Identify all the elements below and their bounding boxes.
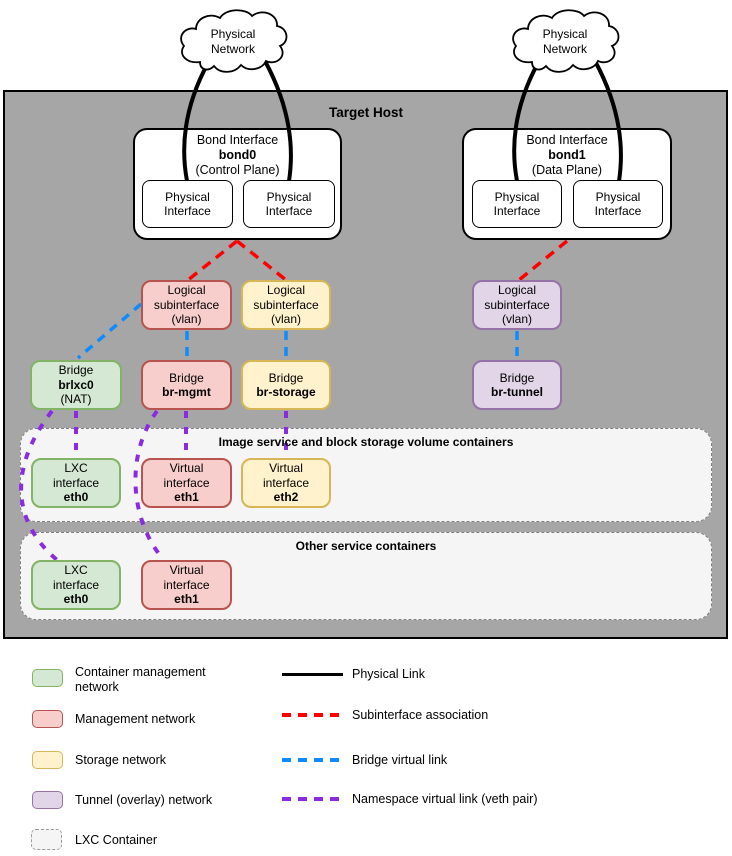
cloud-label-line: Physical: [210, 27, 256, 41]
legend-label-container-management: Container management network: [75, 665, 206, 694]
node-text-line: Virtual: [169, 563, 204, 578]
lxc-interface-eth0-other-container: LXC interface eth0: [31, 560, 121, 610]
legend-swatch-storage: [32, 751, 63, 769]
node-text-line: Logical: [167, 283, 206, 298]
interface-name: eth1: [174, 592, 199, 607]
target-host-label: Target Host: [328, 105, 403, 120]
node-text-line: Virtual: [169, 461, 204, 476]
node-text-line: interface: [52, 577, 100, 592]
bridge-name: br-mgmt: [162, 385, 211, 399]
node-text-line: (vlan): [270, 312, 301, 327]
node-text-line: interface: [163, 475, 210, 490]
interface-name: eth2: [273, 490, 299, 505]
bridge-name: br-storage: [256, 385, 316, 399]
virtual-interface-eth1-other-container: Virtual interface eth1: [141, 560, 232, 610]
bond-name: bond1: [548, 148, 586, 162]
node-text-line: (vlan): [171, 312, 202, 327]
legend-label-tunnel: Tunnel (overlay) network: [75, 793, 213, 807]
cloud-label-line: Physical: [542, 27, 588, 41]
node-text-line: Physical: [494, 189, 540, 204]
node-text-line: Bridge: [499, 370, 535, 385]
node-text-line: Interface: [265, 204, 313, 218]
legend-line-veth: [282, 797, 343, 801]
node-text-line: Logical: [266, 283, 306, 298]
bond0-label: Bond Interface bond0 (Control Plane): [133, 133, 342, 178]
lxc-interface-eth0-image-container: LXC interface eth0: [31, 458, 121, 508]
legend-line-subinterface: [282, 713, 343, 717]
logical-subinterface-tunnel: Logical subinterface (vlan): [472, 280, 562, 330]
node-text-line: Physical: [595, 189, 641, 204]
node-text-line: Virtual: [269, 461, 303, 476]
legend-swatch-tunnel: [32, 791, 63, 809]
node-text-line: Interface: [594, 204, 642, 218]
node-text-line: interface: [262, 475, 310, 490]
bridge-brlxc0: Bridge brlxc0 (NAT): [30, 360, 122, 410]
bridge-br-mgmt: Bridge br-mgmt: [141, 360, 232, 410]
node-text-line: Interface: [493, 204, 541, 218]
physical-network-label-left: Physical Network: [178, 27, 288, 57]
interface-name: eth1: [174, 490, 199, 505]
physical-interface-box: Physical Interface: [243, 180, 335, 228]
legend-label-storage: Storage network: [75, 753, 167, 767]
bond-title: Bond Interface: [196, 133, 279, 147]
virtual-interface-eth2-image-container: Virtual interface eth2: [241, 458, 331, 508]
bond-subtitle: (Data Plane): [531, 163, 603, 177]
bridge-name: br-tunnel: [491, 385, 543, 399]
legend-label-namespace-virtual-link: Namespace virtual link (veth pair): [352, 792, 538, 806]
bond-name: bond0: [218, 148, 257, 162]
bridge-name: brlxc0: [58, 377, 94, 392]
interface-name: eth0: [63, 592, 89, 607]
node-text-line: Logical: [497, 283, 537, 298]
node-text-line: LXC: [64, 563, 88, 578]
logical-subinterface-mgmt: Logical subinterface (vlan): [141, 280, 232, 330]
node-text-line: Bridge: [58, 363, 94, 378]
physical-interface-box: Physical Interface: [472, 180, 562, 228]
legend-label-subinterface-association: Subinterface association: [352, 708, 489, 722]
node-text-line: Bridge: [169, 370, 204, 385]
node-text-line: interface: [163, 577, 210, 592]
bond1-label: Bond Interface bond1 (Data Plane): [462, 133, 672, 178]
virtual-interface-eth1-image-container: Virtual interface eth1: [141, 458, 232, 508]
node-text-line: subinterface: [253, 297, 319, 312]
legend-line-bridge: [282, 758, 343, 762]
node-text-line: (vlan): [501, 312, 532, 327]
node-text-line: Interface: [164, 204, 211, 218]
logical-subinterface-storage: Logical subinterface (vlan): [241, 280, 331, 330]
legend-swatch-container-management: [32, 669, 63, 687]
node-text-line: subinterface: [153, 297, 220, 312]
image-storage-container-title: Image service and block storage volume c…: [218, 435, 514, 449]
node-text-line: Bridge: [268, 370, 304, 385]
node-text-line: Physical: [165, 189, 210, 204]
legend-line-physical: [282, 673, 343, 676]
legend-label-management: Management network: [75, 712, 196, 726]
legend-label-lxc-container: LXC Container: [75, 833, 157, 847]
node-text-line: Physical: [266, 189, 312, 204]
node-text-line: subinterface: [484, 297, 550, 312]
legend-label-bridge-virtual-link: Bridge virtual link: [352, 753, 448, 767]
physical-interface-box: Physical Interface: [142, 180, 233, 228]
physical-interface-box: Physical Interface: [573, 180, 663, 228]
legend-swatch-lxc-container: [31, 829, 62, 850]
node-text-line: (NAT): [60, 392, 92, 407]
bond-subtitle: (Control Plane): [195, 163, 280, 177]
bridge-br-storage: Bridge br-storage: [241, 360, 331, 410]
cloud-label-line: Network: [542, 42, 587, 56]
other-services-container-title: Other service containers: [295, 539, 437, 553]
cloud-label-line: Network: [210, 42, 255, 56]
bridge-br-tunnel: Bridge br-tunnel: [472, 360, 562, 410]
node-text-line: interface: [52, 475, 100, 490]
bond-title: Bond Interface: [526, 133, 608, 147]
physical-network-label-right: Physical Network: [510, 27, 620, 57]
legend-swatch-management: [32, 710, 63, 728]
interface-name: eth0: [63, 490, 89, 505]
legend-label-physical-link: Physical Link: [352, 667, 425, 681]
node-text-line: LXC: [64, 461, 88, 476]
